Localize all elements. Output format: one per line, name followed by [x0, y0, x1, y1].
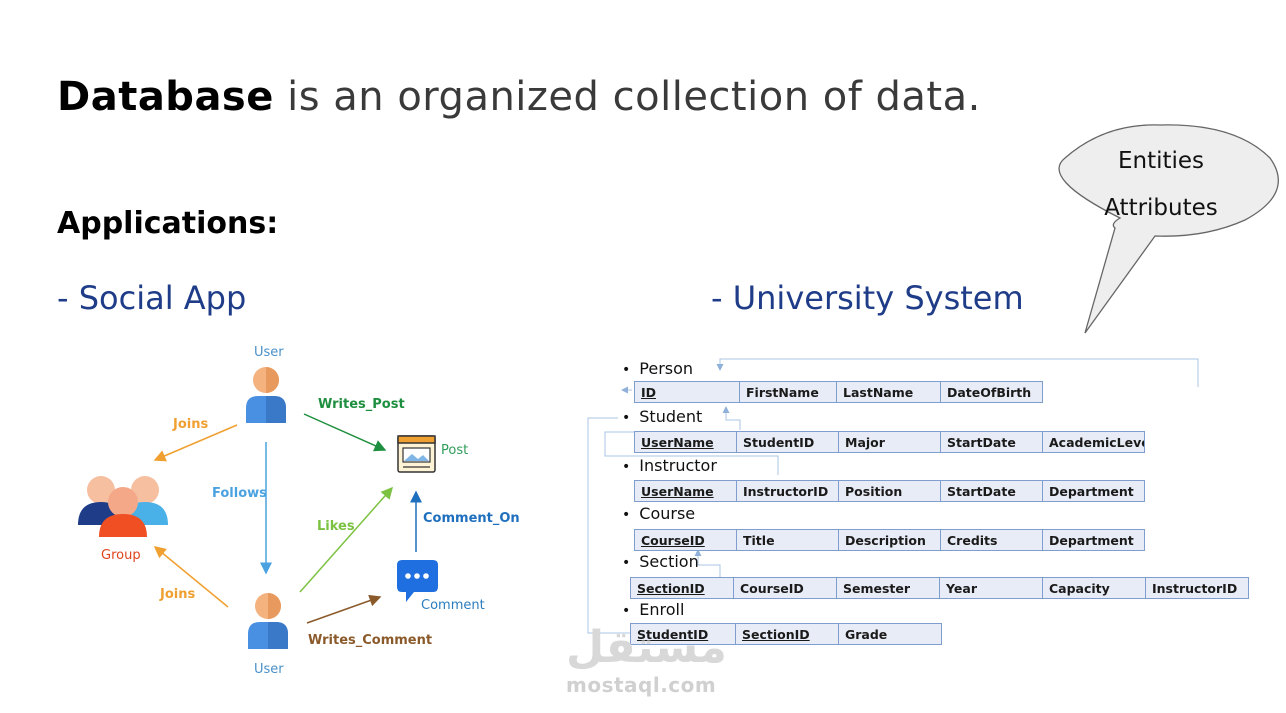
- field-startdate: StartDate: [940, 431, 1043, 453]
- watermark-latin: mostaql.com: [566, 673, 717, 697]
- field-year: Year: [939, 577, 1043, 599]
- field-description: Description: [838, 529, 941, 551]
- field-instructorid: InstructorID: [736, 480, 839, 502]
- field-courseid: CourseID: [634, 529, 737, 551]
- field-credits: Credits: [940, 529, 1043, 551]
- field-sectionid: SectionID: [630, 577, 734, 599]
- table-enroll: StudentID SectionID Grade: [630, 623, 942, 645]
- watermark-arabic: مستقل: [566, 622, 727, 673]
- social-graph: Joins Joins Follows Writes_Post Likes Co…: [78, 345, 520, 677]
- entity-section: Section: [622, 552, 698, 571]
- field-department: Department: [1042, 529, 1145, 551]
- field-sectionid: SectionID: [735, 623, 839, 645]
- label-follows: Follows: [212, 486, 267, 501]
- label-likes: Likes: [317, 519, 355, 534]
- social-app-heading: - Social App: [57, 279, 247, 317]
- label-writes-comment: Writes_Comment: [308, 633, 432, 648]
- group-icon: [78, 476, 168, 537]
- field-startdate: StartDate: [940, 480, 1043, 502]
- university-system-heading: - University System: [711, 279, 1024, 317]
- comment-icon: [397, 560, 438, 602]
- table-course: CourseID Title Description Credits Depar…: [634, 529, 1145, 551]
- table-section: SectionID CourseID Semester Year Capacit…: [630, 577, 1249, 599]
- bubble-entities: Entities: [1117, 148, 1205, 174]
- applications-heading: Applications:: [57, 206, 279, 241]
- title-rest: is an organized collection of data.: [273, 74, 981, 120]
- field-title: Title: [736, 529, 839, 551]
- field-department: Department: [1042, 480, 1145, 502]
- field-username: UserName: [634, 431, 737, 453]
- comment-label: Comment: [421, 598, 485, 613]
- field-semester: Semester: [836, 577, 940, 599]
- user-top-icon: [246, 367, 286, 423]
- speech-bubble: [1058, 124, 1279, 334]
- field-studentid: StudentID: [736, 431, 839, 453]
- user-top-label: User: [254, 345, 284, 360]
- user-bottom-icon: [248, 593, 288, 649]
- edge-likes: [299, 486, 393, 593]
- field-position: Position: [838, 480, 941, 502]
- group-label: Group: [101, 548, 141, 563]
- field-courseid: CourseID: [733, 577, 837, 599]
- field-dateofbirth: DateOfBirth: [940, 381, 1043, 403]
- field-id: ID: [634, 381, 740, 403]
- field-firstname: FirstName: [739, 381, 837, 403]
- entity-enroll: Enroll: [622, 600, 684, 619]
- field-grade: Grade: [838, 623, 942, 645]
- label-comment-on: Comment_On: [423, 511, 520, 526]
- bubble-attributes: Attributes: [1104, 195, 1218, 221]
- post-icon: [397, 435, 436, 473]
- label-joins-bottom: Joins: [159, 587, 195, 602]
- edge-writes-post: [303, 413, 387, 452]
- table-student: UserName StudentID Major StartDate Acade…: [634, 431, 1145, 453]
- label-joins-top: Joins: [172, 417, 208, 432]
- field-major: Major: [838, 431, 941, 453]
- field-instructorid: InstructorID: [1145, 577, 1249, 599]
- title-bold: Database: [57, 74, 274, 120]
- entity-person: Person: [622, 359, 693, 378]
- field-lastname: LastName: [836, 381, 941, 403]
- field-capacity: Capacity: [1042, 577, 1146, 599]
- entity-instructor: Instructor: [622, 456, 717, 475]
- entity-course: Course: [622, 504, 695, 523]
- entity-student: Student: [622, 407, 702, 426]
- field-username: UserName: [634, 480, 737, 502]
- edge-writes-comment: [306, 594, 382, 624]
- table-person: ID FirstName LastName DateOfBirth: [634, 381, 1043, 403]
- table-instructor: UserName InstructorID Position StartDate…: [634, 480, 1145, 502]
- field-academiclevel: AcademicLevel: [1042, 431, 1145, 453]
- page-title: Database is an organized collection of d…: [57, 74, 981, 120]
- label-writes-post: Writes_Post: [318, 397, 405, 412]
- edge-joins-bottom: [153, 546, 229, 608]
- field-studentid: StudentID: [630, 623, 736, 645]
- user-bottom-label: User: [254, 662, 284, 677]
- post-label: Post: [441, 443, 468, 458]
- edge-joins-top: [153, 424, 238, 462]
- fk-connectors: [587, 358, 1199, 634]
